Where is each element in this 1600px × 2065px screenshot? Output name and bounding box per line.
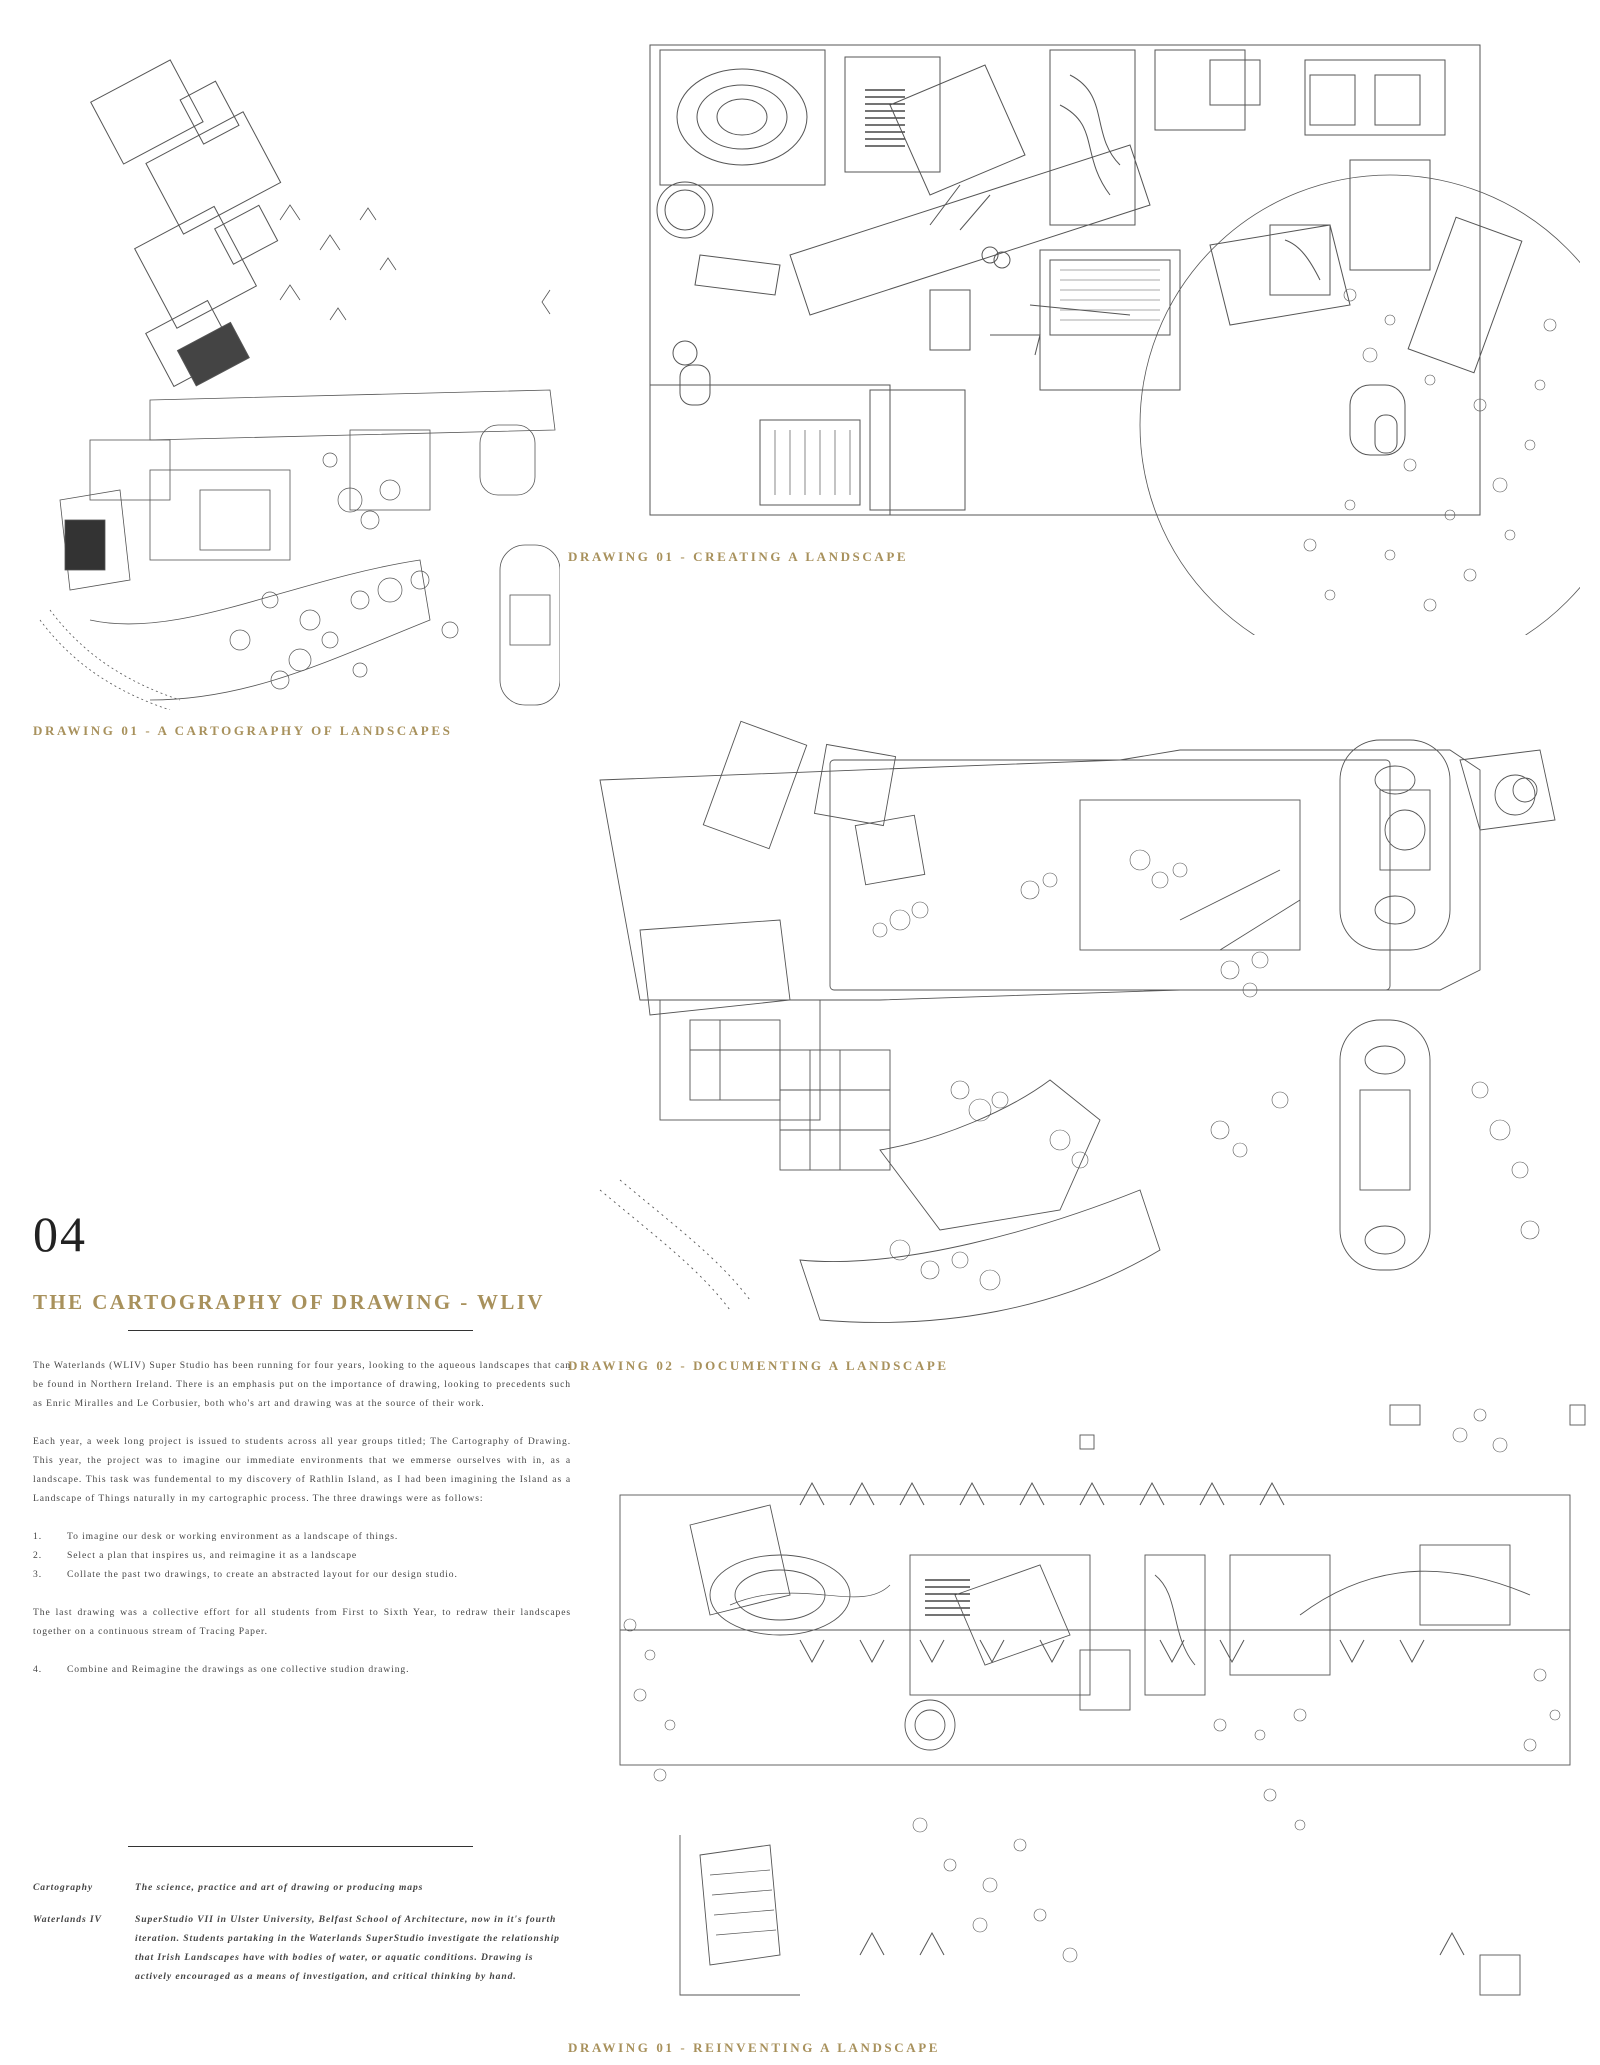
- glossary-entry: Cartography The science, practice and ar…: [33, 1878, 573, 1897]
- glossary-entry: Waterlands IV SuperStudio VII in Ulster …: [33, 1910, 573, 1986]
- drawing-task-list: 1.To imagine our desk or working environ…: [33, 1527, 571, 1584]
- caption-creating: DRAWING 01 - CREATING A LANDSCAPE: [568, 549, 909, 564]
- list-item: 4.Combine and Reimagine the drawings as …: [33, 1664, 410, 1675]
- glossary-definition: The science, practice and art of drawing…: [135, 1882, 424, 1893]
- glossary-term: Cartography: [33, 1882, 94, 1893]
- reinventing-drawing: [600, 1395, 1590, 2035]
- creating-drawing: [630, 35, 1580, 635]
- caption-cartography: DRAWING 01 - A CARTOGRAPHY OF LANDSCAPES: [33, 723, 453, 738]
- glossary-rule: [128, 1846, 473, 1847]
- documenting-drawing: [580, 670, 1580, 1350]
- glossary-definition: SuperStudio VII in Ulster University, Be…: [135, 1914, 560, 1982]
- title-rule: [128, 1330, 473, 1331]
- caption-documenting: DRAWING 02 - DOCUMENTING A LANDSCAPE: [568, 1358, 949, 1373]
- project-description: The Waterlands (WLIV) Super Studio has b…: [33, 1356, 571, 1679]
- glossary-term: Waterlands IV: [33, 1914, 102, 1925]
- glossary: Cartography The science, practice and ar…: [33, 1878, 573, 1999]
- list-item: 1.To imagine our desk or working environ…: [33, 1531, 399, 1542]
- paragraph-collective: The last drawing was a collective effort…: [33, 1607, 571, 1637]
- sheet-number: 04: [33, 1206, 87, 1262]
- paragraph-intro: The Waterlands (WLIV) Super Studio has b…: [33, 1360, 571, 1409]
- caption-reinventing: DRAWING 01 - REINVENTING A LANDSCAPE: [568, 2040, 941, 2055]
- list-item: 3.Collate the past two drawings, to crea…: [33, 1569, 458, 1580]
- sheet-title: THE CARTOGRAPHY OF DRAWING - WLIV: [33, 1290, 545, 1314]
- list-item: 2.Select a plan that inspires us, and re…: [33, 1550, 358, 1561]
- cartography-drawing: [30, 20, 560, 710]
- paragraph-brief: Each year, a week long project is issued…: [33, 1436, 571, 1504]
